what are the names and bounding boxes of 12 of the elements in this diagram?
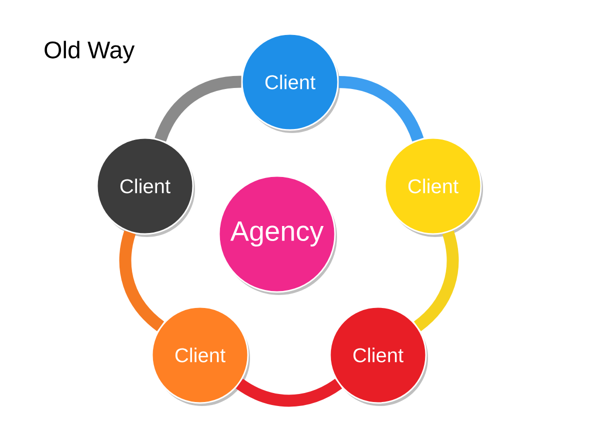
circle-node: Client	[96, 137, 194, 235]
circle-node: Client	[384, 137, 482, 235]
ring-arc	[119, 230, 164, 332]
circle-node: Agency	[218, 175, 336, 293]
circle-node: Client	[241, 33, 339, 131]
circle-node: Client	[329, 306, 427, 404]
ring-arc	[236, 378, 342, 407]
circle-node: Client	[151, 306, 249, 404]
ring-arc	[154, 76, 242, 142]
title: Old Way	[44, 40, 135, 64]
ring-arc	[414, 230, 459, 332]
ring-arc	[338, 76, 424, 142]
